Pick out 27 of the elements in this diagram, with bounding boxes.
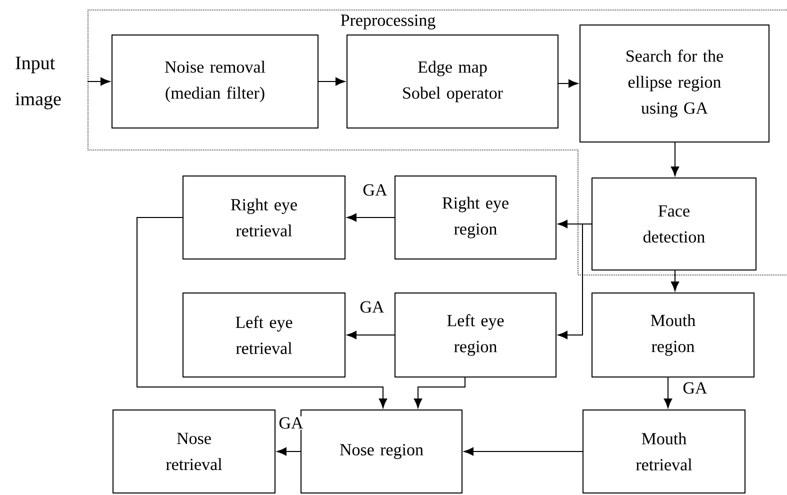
edge-label: GA (362, 183, 388, 197)
edge-label: GA (278, 416, 304, 430)
arrow (87, 77, 110, 86)
input-label: Input image (15, 56, 61, 110)
arrow (276, 447, 301, 456)
arrow (664, 377, 672, 408)
arrow (464, 447, 583, 456)
process-box: Search for the ellipse region using GA (580, 24, 770, 142)
edge-label: GA (358, 300, 386, 314)
arrow (558, 79, 578, 88)
arrow (670, 142, 680, 176)
process-box: Nose retrieval (112, 410, 276, 494)
arrow (318, 77, 346, 86)
process-box: Mouth retrieval (582, 410, 746, 494)
process-box: Left eye retrieval (182, 292, 346, 378)
arrow (136, 217, 388, 408)
process-box: Edge map Sobel operator (346, 34, 558, 128)
process-box: Face detection (592, 178, 756, 270)
process-box: Mouth region (592, 292, 754, 378)
arrow (346, 330, 395, 340)
process-box: Noise removal (median filter) (112, 34, 318, 128)
arrow (346, 213, 395, 222)
arrow (414, 377, 466, 408)
arrow (670, 270, 680, 292)
arrow (558, 224, 592, 340)
process-box: Left eye region (394, 292, 556, 378)
edge-label: GA (682, 381, 708, 395)
